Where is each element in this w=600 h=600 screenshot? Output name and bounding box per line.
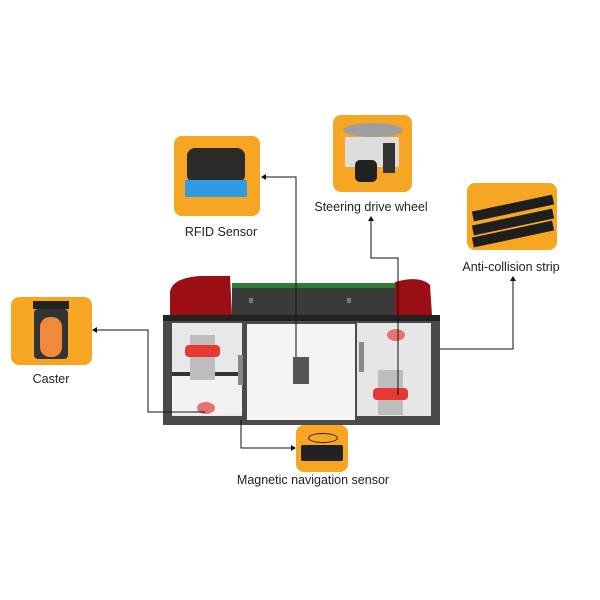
caster-connector (95, 329, 205, 413)
rfid-sensor-image (174, 136, 260, 216)
magnetic-navigation-sensor-image (296, 425, 348, 472)
right-bumper (395, 279, 432, 315)
steering-connector (370, 220, 399, 395)
steering-drive-wheel-image (333, 115, 412, 192)
rfid-sensor-label: RFID Sensor (184, 225, 258, 239)
green-strip (232, 283, 395, 288)
anti-collision-strip-label: Anti-collision strip (462, 260, 560, 274)
steering-drive-wheel-label: Steering drive wheel (314, 200, 428, 214)
caster-label: Caster (32, 372, 70, 386)
caster-image (11, 297, 92, 365)
left-bumper (170, 276, 232, 315)
anticollision-connector (440, 280, 514, 350)
magnetic-navigation-sensor-label: Magnetic navigation sensor (236, 473, 390, 487)
anti-collision-strip-image (467, 183, 557, 250)
magnetic-connector (240, 420, 292, 449)
rfid-connector (264, 176, 297, 357)
